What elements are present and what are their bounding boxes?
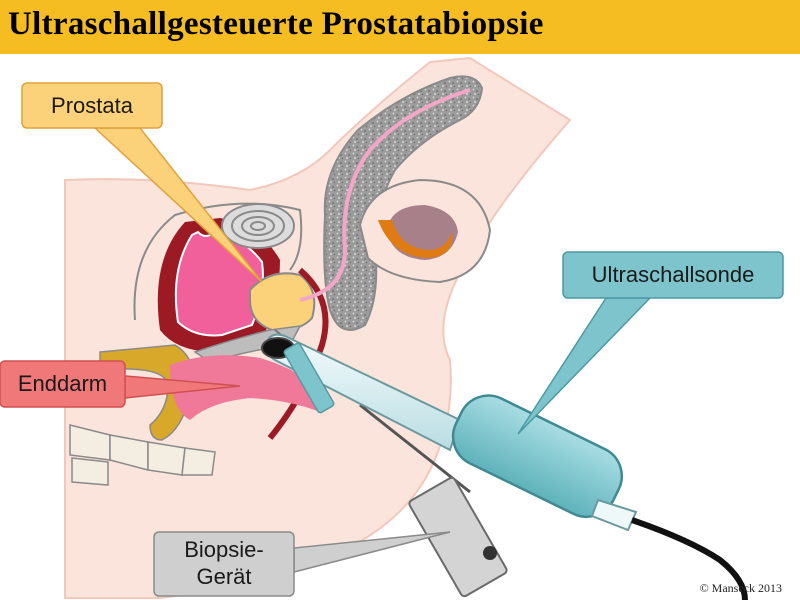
seminal-vesicle [221,203,295,249]
biopsy-device-button [483,546,497,560]
urethra [299,88,471,302]
ultraschall-callout-box [562,251,784,299]
probe-neck [590,498,638,532]
ultraschallsonde-label: Ultraschallsonde [591,262,755,287]
page-title: Ultraschallgesteuerte Prostatabiopsie [8,6,544,42]
biopsie-callout-box [153,531,295,597]
spine [69,424,216,486]
enddarm-label: Enddarm [17,371,108,396]
pelvis-outline [133,202,303,321]
prostate [249,272,316,332]
ultraschall-callout-pointer [517,297,652,435]
rectum-wall [267,267,329,440]
title-bar: Ultraschallgesteuerte Prostatabiopsie [0,0,800,54]
copyright-notice: © Manseck 2013 [699,581,782,595]
penis-corpus [323,75,484,331]
probe-cable [631,517,748,600]
probe-handle [451,394,624,519]
biopsie-label-line1: Biopsie- [184,537,264,562]
biopsie-label-line2: Gerät [196,564,252,589]
enddarm-callout-box [0,360,126,408]
rectum [170,355,332,420]
needle-guide [283,342,335,414]
biopsy-device [408,476,508,598]
epididymis [378,220,453,258]
prostata-callout-box [21,82,163,129]
prostata-label: Prostata [51,93,133,118]
